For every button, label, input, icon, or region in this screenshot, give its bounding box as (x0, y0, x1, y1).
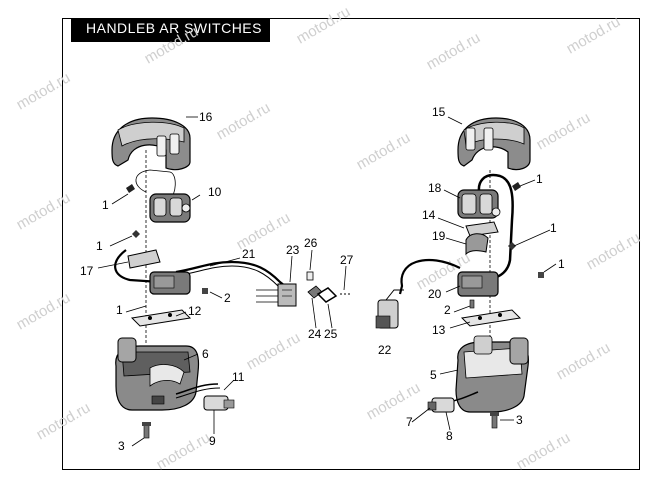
callout-20: 20 (428, 287, 442, 301)
screw (508, 242, 516, 250)
wire-connector-9 (175, 383, 235, 411)
callout-12: 12 (188, 304, 202, 318)
callout-25: 25 (324, 327, 338, 341)
callout-1: 1 (102, 198, 109, 212)
callout-14: 14 (422, 208, 436, 222)
watermark: motod.ru (154, 429, 214, 473)
callout-17: 17 (80, 264, 94, 278)
callout-6: 6 (202, 347, 209, 361)
callout-27: 27 (340, 253, 354, 267)
watermark: motod.ru (244, 329, 304, 373)
callout-11: 11 (232, 370, 245, 384)
connector-housing (457, 271, 499, 297)
right-switch-assembly (375, 116, 557, 431)
callout-21: 21 (242, 247, 256, 261)
callout-2: 2 (224, 291, 231, 305)
callout-10: 10 (208, 185, 222, 199)
upper-housing-cover (457, 117, 531, 171)
connector-housing (149, 271, 191, 295)
callout-3: 3 (516, 413, 523, 427)
left-switch-assembly (97, 116, 352, 447)
watermark: motod.ru (564, 13, 624, 57)
diagram-title: HANDLEB AR SWITCHES (86, 20, 262, 36)
plug-25 (316, 287, 338, 303)
callout-2: 2 (444, 303, 451, 317)
callout-23: 23 (286, 243, 300, 257)
watermark: motod.ru (364, 379, 424, 423)
callout-19: 19 (432, 229, 446, 243)
screw (512, 182, 521, 191)
left-switch-module (149, 193, 191, 223)
lower-housing (115, 337, 200, 411)
right-switch-module (457, 189, 501, 219)
watermark: motod.ru (14, 289, 74, 333)
bottom-screw (142, 422, 151, 439)
upper-housing-cover (111, 117, 191, 171)
watermark: motod.ru (584, 229, 644, 273)
watermark: motod.ru (534, 109, 594, 153)
watermark: motod.ru (142, 23, 202, 67)
callout-5: 5 (430, 368, 437, 382)
callout-7: 7 (406, 415, 413, 429)
callout-1: 1 (116, 303, 123, 317)
callout-1: 1 (558, 257, 565, 271)
screw (126, 184, 135, 193)
callout-16: 16 (199, 110, 213, 124)
watermark: motod.ru (14, 189, 74, 233)
callout-labels: 16 10 1 1 17 21 23 26 27 1 2 12 24 25 6 … (80, 105, 565, 453)
callout-3: 3 (118, 439, 125, 453)
watermark: motod.ru (354, 129, 414, 173)
callout-1: 1 (96, 239, 103, 253)
callout-9: 9 (209, 434, 216, 448)
screw (202, 288, 208, 294)
mounting-plate (130, 309, 192, 327)
watermark: motod.ru (514, 429, 574, 473)
callout-1: 1 (536, 172, 543, 186)
callout-13: 13 (432, 323, 446, 337)
callout-15: 15 (432, 105, 446, 119)
watermark: motod.ru (424, 29, 484, 73)
screw (538, 272, 544, 278)
watermark-layer: motod.ru motod.ru motod.ru motod.ru moto… (14, 3, 644, 473)
callout-8: 8 (446, 429, 453, 443)
watermark: motod.ru (34, 399, 94, 443)
title-bar (71, 18, 270, 42)
callout-1: 1 (550, 221, 557, 235)
watermark: motod.ru (214, 99, 274, 143)
wire-connector-22 (375, 289, 404, 329)
leader-lines (97, 116, 347, 447)
terminal-26 (306, 271, 314, 281)
callout-18: 18 (428, 181, 442, 195)
diagram-frame (62, 18, 640, 470)
wire-connector-8 (427, 391, 479, 413)
bottom-screw (490, 412, 499, 429)
lower-housing (455, 335, 529, 413)
watermark: motod.ru (14, 69, 74, 113)
screw (132, 230, 140, 238)
leader-lines (411, 116, 557, 431)
watermark: motod.ru (554, 339, 614, 383)
mounting-plate (460, 309, 522, 327)
callout-26: 26 (304, 236, 318, 250)
wire-connector-23 (256, 283, 297, 307)
screw (469, 299, 475, 309)
watermark: motod.ru (294, 3, 354, 47)
callout-24: 24 (308, 327, 322, 341)
callout-22: 22 (378, 343, 392, 357)
